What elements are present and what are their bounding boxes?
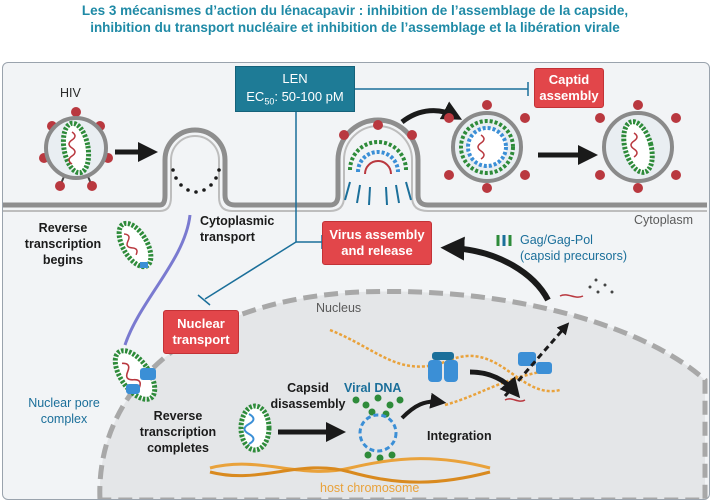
len-ec50: EC50: 50-100 pM [236, 88, 354, 111]
reverse-transcription-begins-label: Reverse transcription begins [18, 220, 108, 268]
viral-dna-label: Viral DNA [344, 381, 402, 395]
viral-dna-icon [352, 394, 404, 462]
npc-line2: complex [40, 412, 88, 426]
len-name: LEN [282, 71, 308, 86]
hiv-virion-icon [39, 107, 113, 191]
gag-line1: Gag/Gag-Pol [520, 233, 593, 247]
integration-label: Integration [427, 429, 492, 443]
rt-begins-line1: Reverse [38, 221, 88, 235]
nuclear-transport-line2: transport [172, 332, 230, 347]
captid-assembly-line2: assembly [539, 88, 599, 103]
len-drug-box: LEN EC50: 50-100 pM [235, 66, 355, 112]
gag-legend-icon [496, 235, 512, 246]
nuclear-pore-complex-label: Nuclear pore complex [20, 395, 108, 427]
nucleus-label: Nucleus [316, 301, 362, 315]
host-chromosome-strand [209, 457, 491, 473]
rt-completes-line1: Reverse [153, 409, 203, 423]
rt-begins-line3: begins [42, 253, 84, 267]
ec50-value: : 50-100 pM [274, 89, 344, 104]
gag-gagpol-label: Gag/Gag-Pol (capsid precursors) [520, 232, 627, 264]
immature-virion-icon [444, 100, 530, 193]
capsid-disassembly-label: Capsid disassembly [268, 380, 348, 412]
ec50-prefix: EC [246, 89, 265, 104]
figure-title-line2: inhibition du transport nucléaire et inh… [90, 20, 620, 35]
rt-begins-line2: transcription [24, 237, 102, 251]
cytoplasm-label: Cytoplasm [634, 213, 694, 227]
rt-completes-line3: completes [147, 441, 209, 455]
host-chromosome-label: host chromosome [320, 481, 420, 495]
ec50-subscript: 50 [264, 96, 275, 107]
capsid-disassembly-line2: disassembly [270, 397, 346, 411]
cytoplasmic-transport-line2: transport [200, 230, 255, 244]
cytoplasmic-transport-line1: Cytoplasmic [200, 214, 275, 228]
nuclear-pore-left-icon [126, 368, 156, 394]
integrase-complex-icon [428, 352, 458, 382]
figure-title-line1: Les 3 mécanismes d’action du lénacapavir… [81, 3, 629, 18]
mature-virion-icon [595, 100, 681, 193]
captid-assembly-line1: Captid [548, 72, 590, 87]
reverse-transcription-completes-label: Reverse transcription completes [128, 408, 228, 456]
rt-completes-line2: transcription [139, 425, 217, 439]
nuclear-transport-line1: Nuclear [177, 316, 225, 331]
gag-line2: (capsid precursors) [520, 249, 627, 263]
npc-line1: Nuclear pore [28, 396, 100, 410]
virus-assembly-line2: and release [341, 243, 413, 258]
nuclear-pore-right-icon [518, 352, 552, 374]
cell-membrane [3, 117, 707, 208]
capsid-rt-begins-icon [116, 220, 154, 270]
capsid-nucleus-icon [238, 403, 272, 453]
capsid-disassembly-line1: Capsid [287, 381, 329, 395]
capsid-at-pore-icon [112, 348, 158, 402]
budding-virion-icon [339, 120, 417, 206]
hiv-label: HIV [60, 86, 81, 100]
cytoplasmic-transport-label: Cytoplasmic transport [200, 213, 274, 245]
virus-assembly-line1: Virus assembly [329, 227, 425, 242]
